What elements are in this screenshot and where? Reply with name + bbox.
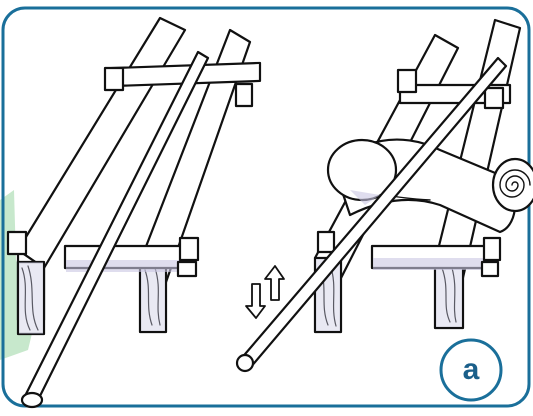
right-frame-drawing	[237, 20, 533, 371]
up-down-arrows	[246, 266, 284, 318]
left-frame-drawing	[8, 18, 260, 407]
arrow-up-icon	[265, 266, 284, 300]
panel-label: a	[443, 344, 499, 396]
arrow-down-icon	[246, 284, 265, 318]
